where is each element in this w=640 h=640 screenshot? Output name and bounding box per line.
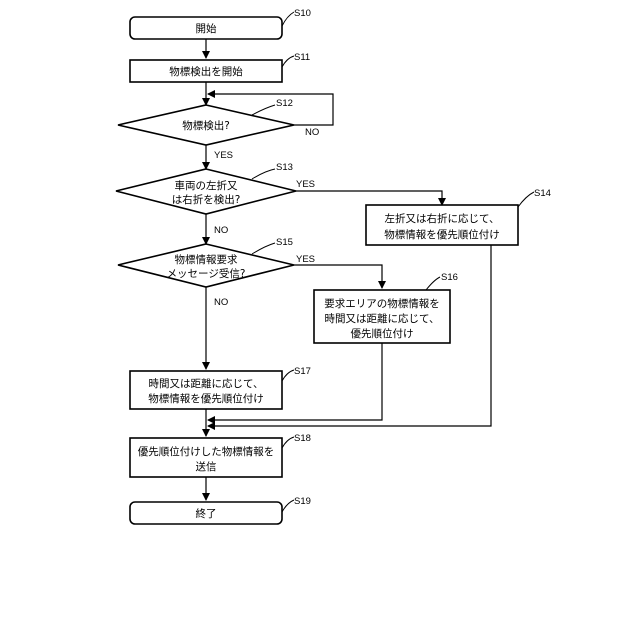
s12-yes-label: YES (214, 150, 233, 161)
step-id-s18: S18 (294, 433, 311, 444)
object-detected-label: 物標検出? (182, 119, 230, 132)
time-distance-line1: 時間又は距離に応じて、 (149, 377, 264, 390)
request-message-line2: メッセージ受信? (167, 268, 246, 280)
start-detection-label: 物標検出を開始 (169, 65, 243, 78)
step-id-s12: S12 (276, 98, 293, 109)
step-id-s16: S16 (441, 272, 458, 283)
send-info-line1: 優先順位付けした物標情報を (138, 445, 275, 458)
step-id-s10: S10 (294, 8, 311, 19)
turn-priority-line2: 物標情報を優先順位付け (384, 228, 500, 241)
area-priority-line3: 優先順位付け (351, 327, 414, 340)
request-message-line1: 物標情報要求 (175, 253, 238, 266)
turn-detected-line1: 車両の左折又 (175, 179, 238, 192)
s13-no-label: NO (214, 225, 228, 236)
turn-priority-line1: 左折又は右折に応じて、 (385, 212, 500, 225)
area-priority-line2: 時間又は距離に応じて、 (325, 312, 440, 325)
step-id-s14: S14 (534, 188, 551, 199)
s13-yes-label: YES (296, 179, 315, 190)
s15-no-label: NO (214, 297, 228, 308)
s15-yes-label: YES (296, 254, 315, 265)
step-id-s11: S11 (294, 52, 310, 63)
time-distance-line2: 物標情報を優先順位付け (148, 392, 264, 405)
step-id-s17: S17 (294, 366, 311, 377)
send-info-line2: 送信 (196, 460, 217, 473)
s12-no-label: NO (305, 127, 319, 138)
step-id-s13: S13 (276, 162, 293, 173)
end-label: 終了 (196, 507, 217, 520)
start-label: 開始 (196, 22, 217, 35)
step-id-s15: S15 (276, 237, 293, 248)
area-priority-line1: 要求エリアの物標情報を (324, 297, 440, 310)
turn-detected-line2: は右折を検出? (172, 193, 241, 206)
step-id-s19: S19 (294, 496, 311, 507)
